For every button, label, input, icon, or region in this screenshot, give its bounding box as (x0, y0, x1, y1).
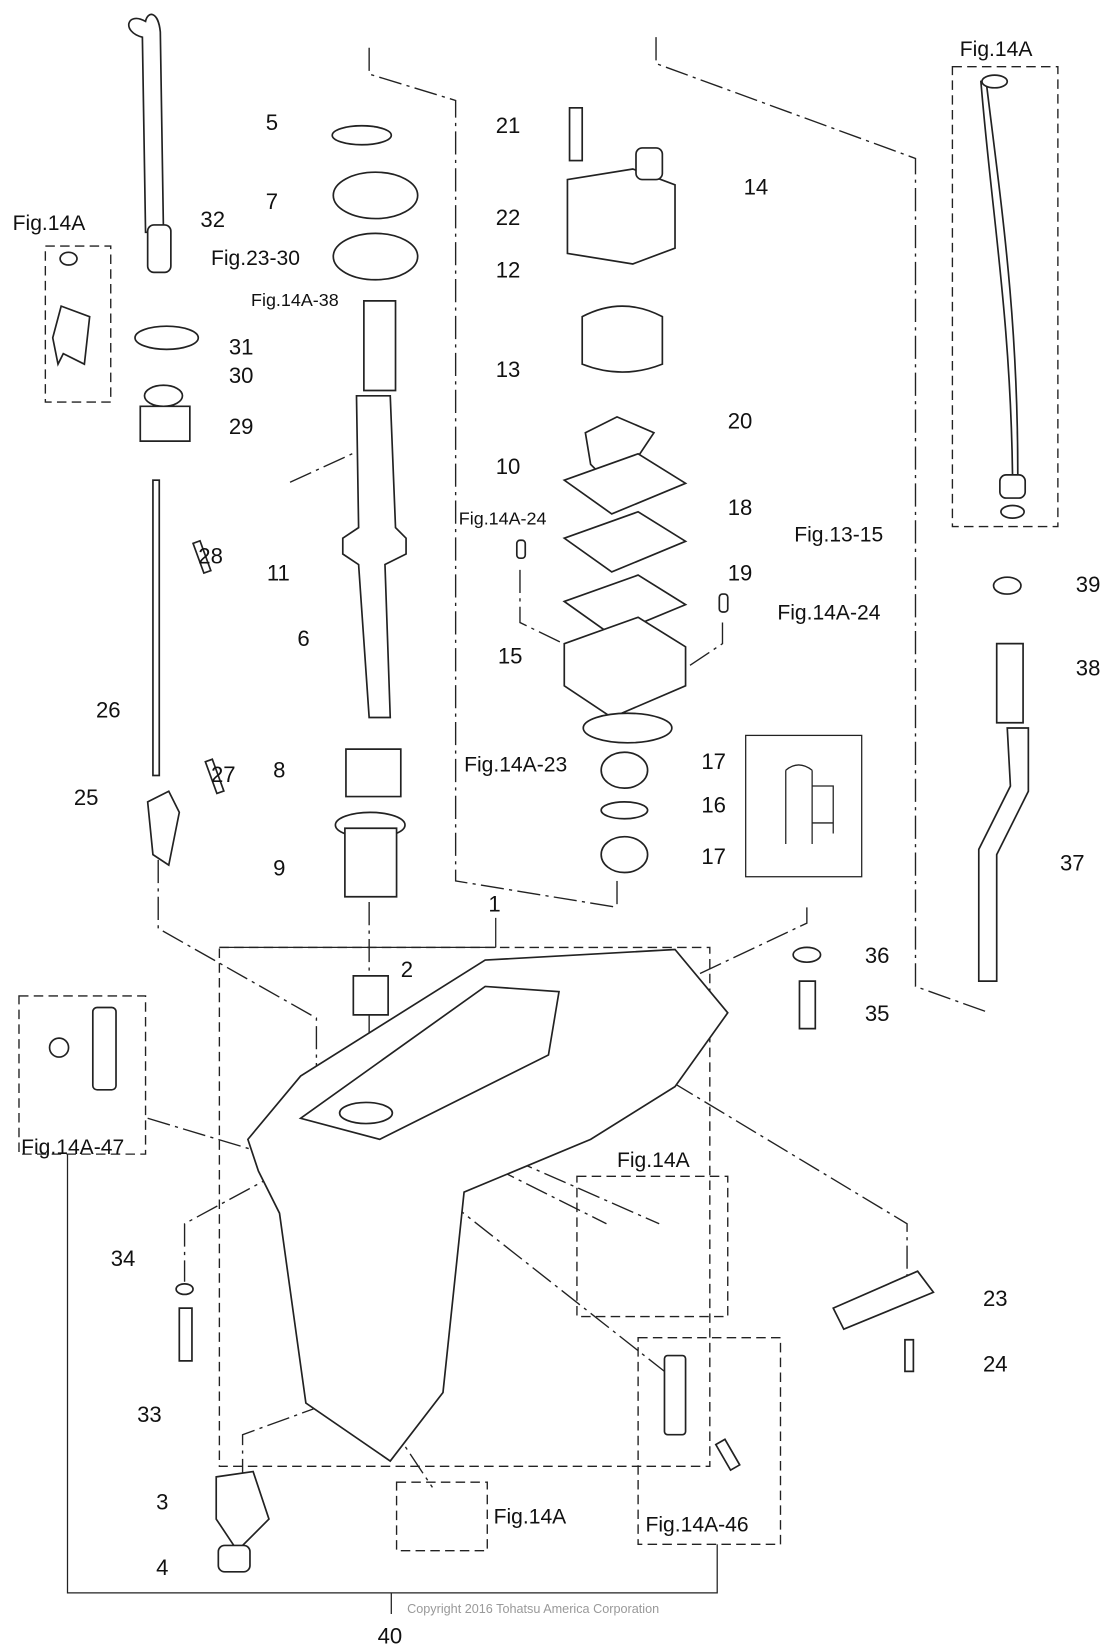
label-8: 8 (273, 758, 285, 783)
label-19: 19 (728, 560, 753, 585)
label-16: 16 (701, 792, 726, 817)
label-1: 1 (488, 892, 500, 917)
label-23: 23 (983, 1286, 1008, 1311)
label-18: 18 (728, 495, 753, 520)
label-17a: 17 (701, 749, 726, 774)
label-21: 21 (496, 113, 521, 138)
fig14a-box-mid (576, 1175, 729, 1318)
label-32: 32 (200, 207, 225, 232)
fig-ref-23-30: Fig.23-30 (211, 247, 300, 270)
fig14a-box-bottom (395, 1481, 488, 1552)
fig-ref-14a-bottom: Fig.14A (494, 1505, 568, 1528)
label-4: 4 (156, 1555, 168, 1580)
label-25: 25 (74, 785, 99, 810)
fig14a-box-left (44, 245, 112, 403)
label-5: 5 (266, 110, 278, 135)
label-33: 33 (137, 1402, 162, 1427)
label-7: 7 (266, 189, 278, 214)
label-3: 3 (156, 1490, 168, 1515)
fig-ref-14a-mid: Fig.14A (617, 1149, 691, 1172)
label-10: 10 (496, 454, 521, 479)
fig-ref-14a-topright: Fig.14A (960, 38, 1034, 61)
label-14: 14 (744, 174, 769, 199)
label-26: 26 (96, 697, 121, 722)
label-9: 9 (273, 856, 285, 881)
label-20: 20 (728, 408, 753, 433)
fig-ref-13-15: Fig.13-15 (794, 523, 883, 546)
fig-ref-14a-47: Fig.14A-47 (21, 1136, 124, 1159)
label-6: 6 (297, 626, 309, 651)
label-11: 11 (267, 560, 290, 585)
label-35: 35 (865, 1001, 890, 1026)
label-34: 34 (111, 1246, 136, 1271)
fig14a-46-box (637, 1336, 782, 1546)
figure-reference-labels: Fig.14A Fig.23-30 Fig.14A-38 Fig.14A-24 … (13, 38, 1034, 1537)
detail-inset-box (745, 734, 863, 878)
fig14a-47-box (18, 995, 147, 1155)
label-2: 2 (401, 957, 413, 982)
fig-ref-14a-23: Fig.14A-23 (464, 753, 567, 776)
label-24: 24 (983, 1351, 1008, 1376)
label-29: 29 (229, 414, 254, 439)
label-37: 37 (1060, 850, 1085, 875)
parts (48, 13, 1030, 1573)
label-15: 15 (498, 644, 523, 669)
copyright-notice: Copyright 2016 Tohatsu America Corporati… (407, 1602, 659, 1616)
part-number-labels: 5 7 32 31 30 29 21 22 14 12 13 10 20 18 … (74, 110, 1101, 1648)
fig-ref-14a-46: Fig.14A-46 (645, 1514, 748, 1537)
fig14a-box-topright (951, 66, 1059, 528)
fig-ref-14a-left: Fig.14A (13, 212, 87, 235)
label-27: 27 (211, 762, 236, 787)
label-13: 13 (496, 357, 521, 382)
fig-ref-14a-24-right: Fig.14A-24 (777, 601, 880, 624)
label-28: 28 (198, 543, 223, 568)
label-39: 39 (1076, 572, 1101, 597)
label-12: 12 (496, 258, 521, 283)
fig-ref-14a-24-left: Fig.14A-24 (459, 508, 547, 528)
label-22: 22 (496, 205, 521, 230)
label-38: 38 (1076, 655, 1101, 680)
label-31: 31 (229, 335, 254, 360)
label-30: 30 (229, 363, 254, 388)
fig-ref-14a-38: Fig.14A-38 (251, 290, 339, 310)
label-36: 36 (865, 943, 890, 968)
label-17b: 17 (701, 844, 726, 869)
label-40: 40 (378, 1624, 403, 1648)
